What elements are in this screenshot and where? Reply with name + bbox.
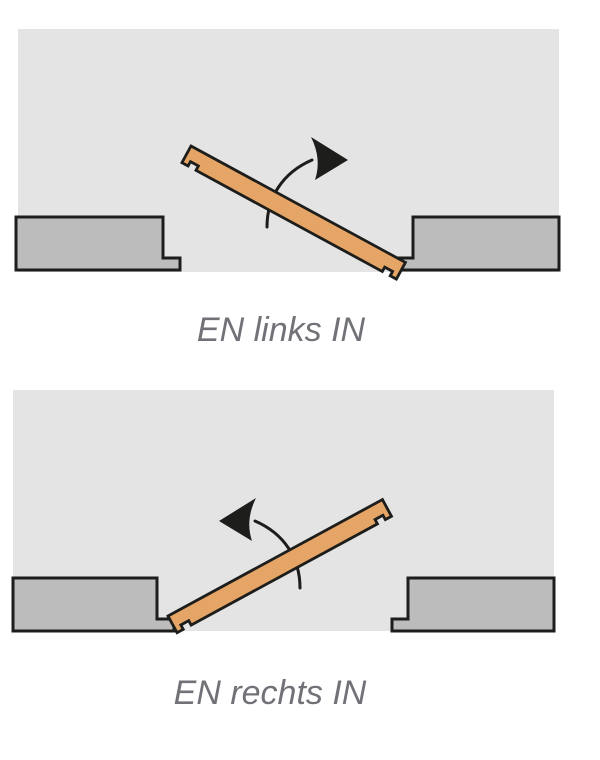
swing-arc-bottom [253,519,302,590]
wall-right-bottom [390,576,556,633]
figure-en-rechts-in: EN rechts IN [11,390,556,712]
figure-caption-top: EN links IN [197,311,366,349]
wall-left-bottom [11,576,176,633]
door-leaf-bottom [166,497,394,635]
swing-arc-top [265,158,314,229]
figure-caption-bottom: EN rechts IN [174,674,367,712]
door-leaf-top [180,144,408,282]
wall-right-top [395,215,561,272]
rotation-arrow-clockwise-icon [311,137,348,180]
wall-left-top [14,215,182,272]
figure-en-links-in: EN links IN [14,29,561,349]
rotation-arrow-counterclockwise-icon [219,498,256,541]
